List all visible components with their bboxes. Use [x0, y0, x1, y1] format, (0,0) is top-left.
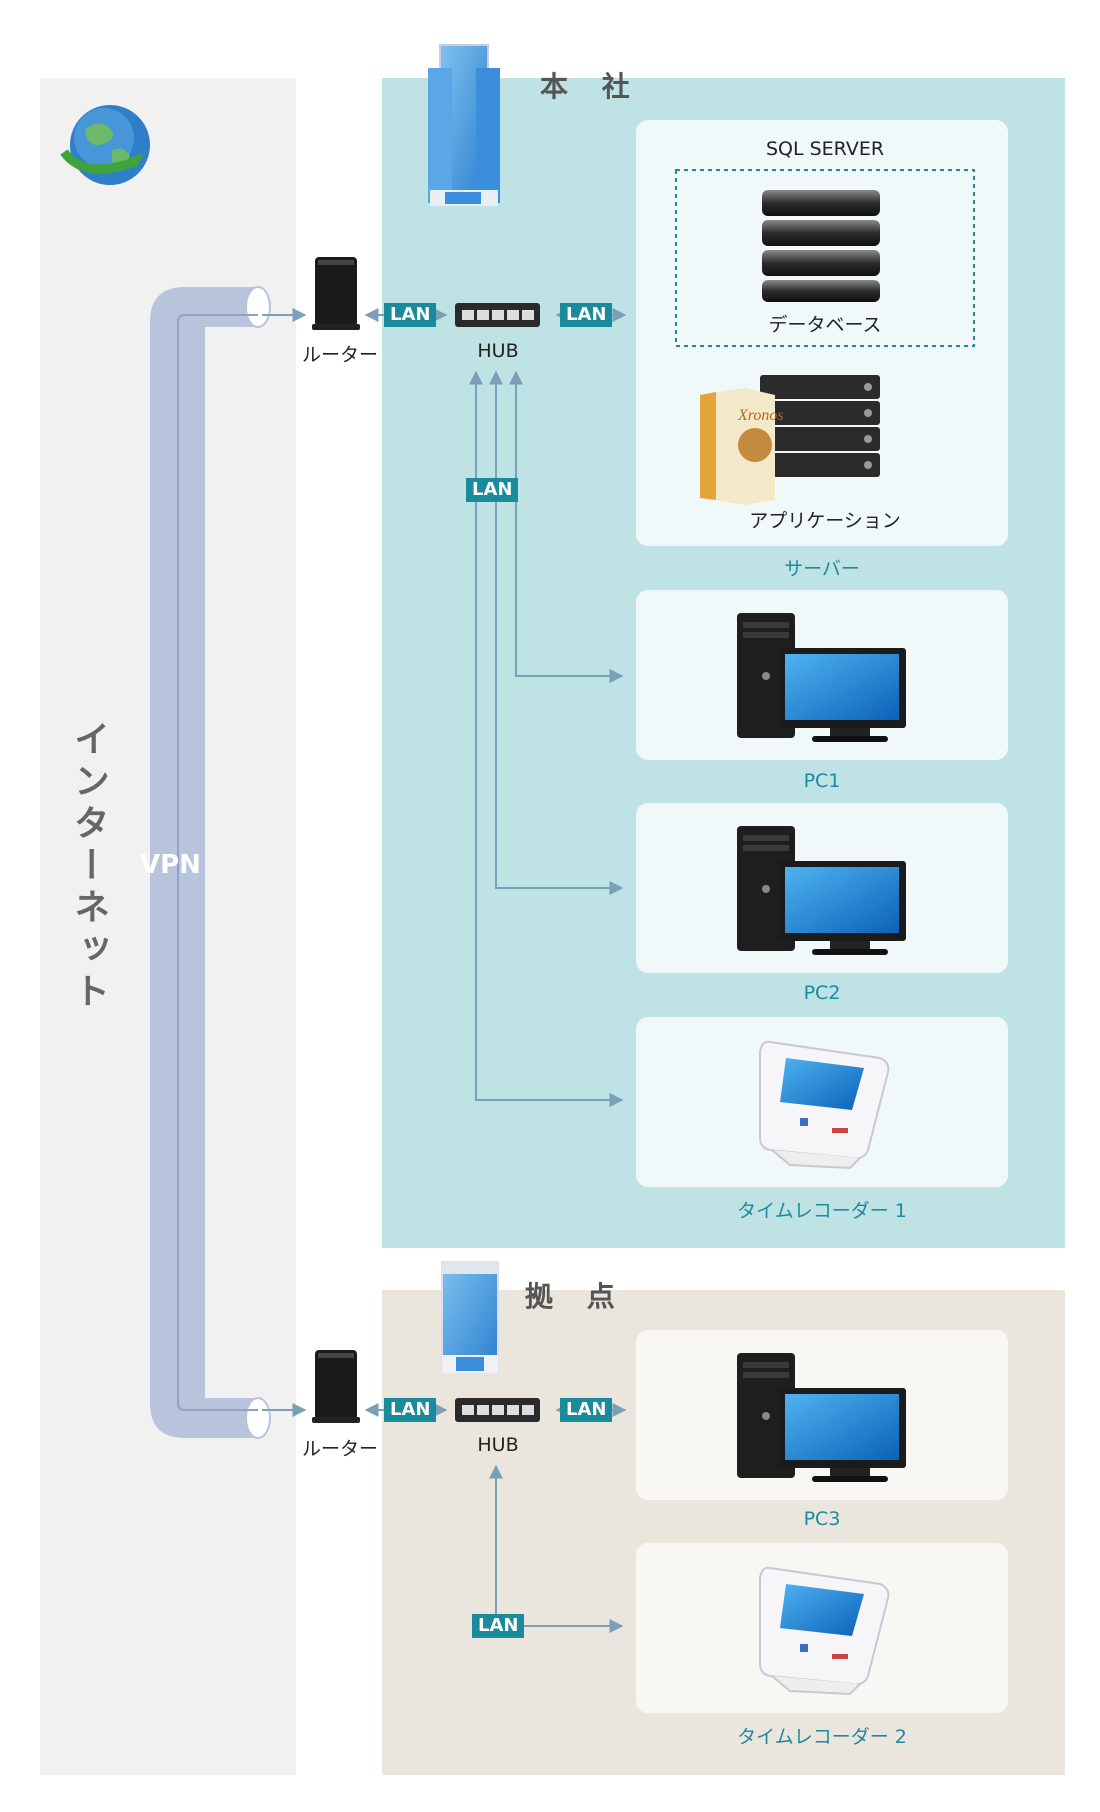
recorder2-caption: タイムレコーダー 2	[737, 1726, 907, 1748]
database-label: データベース	[768, 314, 882, 336]
software-box-icon	[700, 388, 775, 505]
pc2-icon	[737, 826, 906, 955]
branch-hub-icon	[455, 1398, 540, 1422]
internet-label: インターネット	[68, 720, 109, 1014]
branch-title: 拠 点	[525, 1280, 627, 1313]
sql-server-box	[675, 169, 975, 347]
lan-badge: LAN	[560, 303, 613, 327]
pc3-icon	[737, 1353, 906, 1482]
vpn-tunnel	[150, 286, 271, 1439]
vpn-label: VPN	[140, 850, 201, 880]
branch-building-icon	[441, 1261, 499, 1373]
hq-building-icon	[428, 44, 500, 206]
pc1-icon	[737, 613, 906, 742]
lan-badge: LAN	[466, 478, 519, 502]
sql-server-label: SQL SERVER	[765, 138, 885, 160]
time-recorder-2-icon	[759, 1566, 890, 1696]
lan-badge: LAN	[560, 1398, 613, 1422]
lan-badge: LAN	[472, 1614, 525, 1638]
database-icon	[762, 190, 880, 302]
hq-hub-label: HUB	[477, 340, 519, 362]
product-name: Xronos	[737, 407, 784, 424]
branch-hub-label: HUB	[477, 1434, 519, 1456]
hq-router-label: ルーター	[301, 344, 378, 366]
lan-badge: LAN	[384, 1398, 437, 1422]
pc1-caption: PC1	[803, 770, 841, 792]
lan-badge: LAN	[384, 303, 437, 327]
branch-router-label: ルーター	[301, 1438, 378, 1460]
hq-hub-icon	[455, 303, 540, 327]
server-caption: サーバー	[784, 558, 860, 580]
pc2-caption: PC2	[803, 982, 841, 1004]
hq-router-icon	[312, 257, 360, 330]
application-server-icon	[760, 375, 880, 477]
globe-icon	[60, 105, 150, 185]
hq-title: 本 社	[540, 70, 642, 103]
application-label: アプリケーション	[749, 510, 901, 532]
time-recorder-1-icon	[759, 1040, 890, 1170]
branch-router-icon	[312, 1350, 360, 1423]
pc3-caption: PC3	[803, 1508, 841, 1530]
recorder1-caption: タイムレコーダー 1	[737, 1200, 907, 1222]
